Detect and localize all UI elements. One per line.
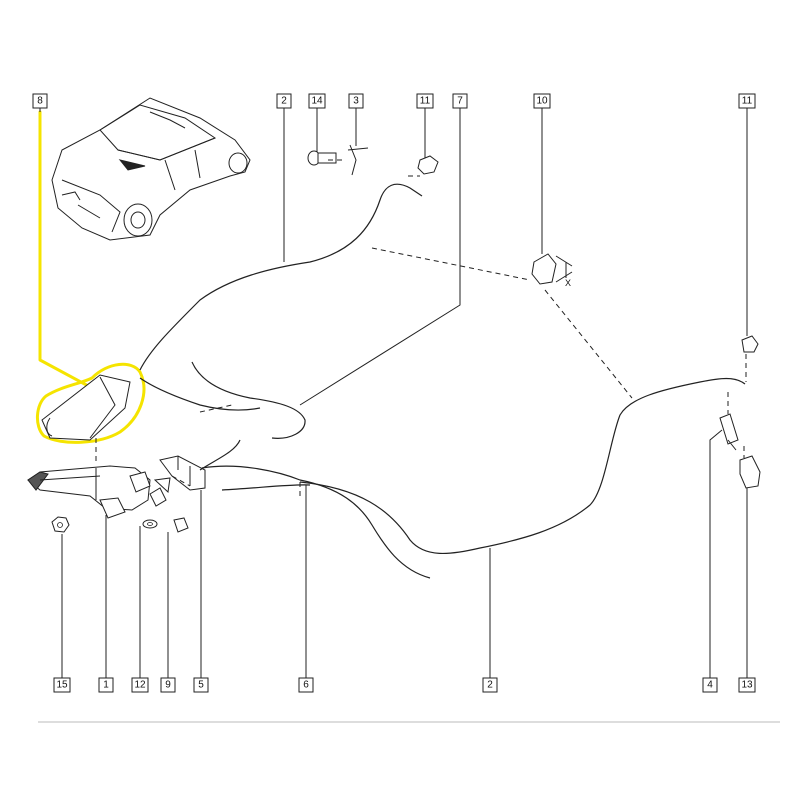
svg-text:8: 8 bbox=[37, 96, 43, 107]
nut-part-15 bbox=[51, 516, 70, 533]
cable-part-2-rear bbox=[299, 377, 746, 555]
highlight-leader bbox=[38, 110, 94, 390]
svg-text:7: 7 bbox=[457, 96, 463, 107]
svg-text:5: 5 bbox=[198, 680, 204, 691]
bolt-part-13 bbox=[739, 455, 761, 489]
svg-text:2: 2 bbox=[487, 680, 493, 691]
svg-text:9: 9 bbox=[165, 680, 171, 691]
cable-guide-part-10: X bbox=[531, 253, 573, 288]
retainer-part-11-b bbox=[741, 335, 759, 353]
callout-2-top: 2 bbox=[276, 93, 292, 109]
cable-part-6 bbox=[201, 465, 431, 579]
svg-text:13: 13 bbox=[741, 680, 753, 691]
callout-5: 5 bbox=[193, 677, 209, 693]
svg-text:14: 14 bbox=[311, 96, 323, 107]
callout-11-b: 11 bbox=[738, 93, 756, 109]
callout-3: 3 bbox=[348, 93, 364, 109]
callout-4: 4 bbox=[702, 677, 718, 693]
callout-13: 13 bbox=[738, 677, 756, 693]
callout-leaders bbox=[39, 108, 748, 678]
handbrake-lever-part-1 bbox=[27, 465, 171, 519]
svg-text:2: 2 bbox=[281, 96, 287, 107]
retainer-part-11-a bbox=[417, 155, 439, 175]
svg-text:6: 6 bbox=[303, 680, 309, 691]
handbrake-boot-part-8 bbox=[41, 374, 131, 462]
car-illustration bbox=[51, 97, 251, 241]
svg-text:4: 4 bbox=[707, 680, 713, 691]
callout-7: 7 bbox=[452, 93, 468, 109]
callout-12: 12 bbox=[131, 677, 149, 693]
cable-part-7 bbox=[191, 361, 306, 471]
callout-1: 1 bbox=[98, 677, 114, 693]
svg-text:12: 12 bbox=[134, 680, 146, 691]
highlight-outline bbox=[36, 362, 146, 444]
bolt-part-14 bbox=[307, 150, 337, 166]
callout-6: 6 bbox=[298, 677, 314, 693]
callout-2-bottom: 2 bbox=[482, 677, 498, 693]
callout-9: 9 bbox=[160, 677, 176, 693]
dimension-label-x: X bbox=[565, 278, 571, 288]
svg-text:3: 3 bbox=[353, 96, 359, 107]
callout-11-a: 11 bbox=[416, 93, 434, 109]
callout-15: 15 bbox=[53, 677, 71, 693]
callout-10: 10 bbox=[533, 93, 551, 109]
bracket-part-4 bbox=[719, 413, 739, 451]
svg-text:1: 1 bbox=[103, 680, 109, 691]
svg-text:11: 11 bbox=[420, 96, 431, 107]
assembly-dashed-lines bbox=[171, 159, 747, 498]
clip-part-3 bbox=[347, 144, 369, 176]
svg-text:11: 11 bbox=[742, 96, 753, 107]
svg-text:15: 15 bbox=[56, 680, 68, 691]
callout-14: 14 bbox=[308, 93, 326, 109]
svg-text:10: 10 bbox=[536, 96, 548, 107]
clip-part-9 bbox=[173, 517, 189, 533]
cable-part-2-front bbox=[139, 183, 423, 411]
callout-8: 8 bbox=[32, 93, 48, 109]
washer-part-12 bbox=[142, 519, 158, 529]
